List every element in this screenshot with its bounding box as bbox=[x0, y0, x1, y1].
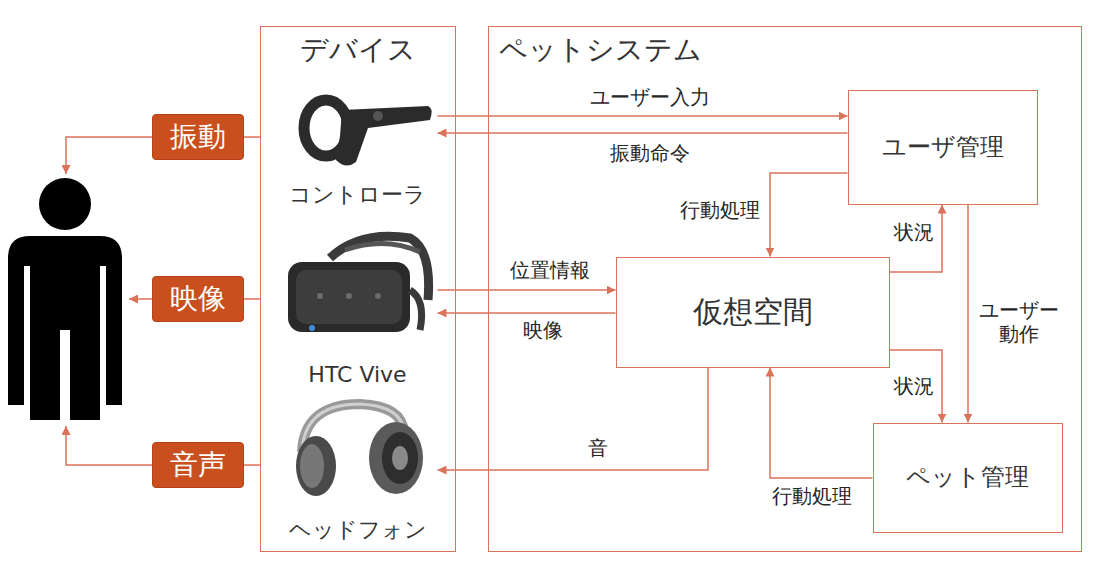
device-item: HTC Vive bbox=[278, 225, 438, 390]
edge-label: 状況 bbox=[892, 220, 936, 244]
edge-label: 行動処理 bbox=[678, 198, 762, 222]
process-box: ペット管理 bbox=[873, 423, 1063, 533]
headset-light bbox=[309, 325, 315, 331]
edge-label: 映像 bbox=[521, 318, 565, 342]
edge-label: 位置情報 bbox=[508, 258, 592, 282]
leader-arrow bbox=[66, 137, 152, 174]
headphone-cup bbox=[296, 436, 336, 496]
connector bbox=[438, 368, 709, 471]
connector bbox=[967, 205, 969, 423]
system-group: ペットシステムユーザ管理仮想空間ペット管理 bbox=[488, 26, 1082, 552]
process-box: ユーザ管理 bbox=[848, 90, 1038, 205]
headset-sensor bbox=[375, 293, 381, 299]
connector bbox=[438, 312, 616, 314]
edge-label: 音 bbox=[586, 436, 610, 460]
headset-front bbox=[296, 270, 402, 324]
node-text: ペット管理 bbox=[906, 463, 1029, 492]
edge-label: 行動処理 bbox=[770, 484, 854, 508]
connector bbox=[438, 289, 616, 291]
node-text: 仮想空間 bbox=[693, 294, 813, 330]
output-tag: 音声 bbox=[152, 442, 244, 488]
node-text: 振動 bbox=[170, 120, 226, 154]
connector bbox=[438, 115, 848, 117]
headset-body bbox=[288, 262, 410, 332]
node-text: コントローラ bbox=[278, 182, 438, 208]
connector bbox=[244, 298, 260, 300]
headphone-cup bbox=[300, 444, 324, 488]
headset-sensor bbox=[346, 293, 352, 299]
edge-label: ユーザー入力 bbox=[588, 85, 712, 109]
process-box: 仮想空間 bbox=[616, 257, 890, 368]
node-text: 音声 bbox=[170, 448, 226, 482]
person-body bbox=[8, 236, 122, 420]
node-text: ペットシステム bbox=[499, 33, 702, 67]
edge-label: 振動命令 bbox=[608, 141, 692, 165]
headset-sensor bbox=[317, 293, 323, 299]
person-silhouette bbox=[8, 178, 122, 420]
headphone-cup bbox=[369, 422, 423, 494]
connector bbox=[438, 132, 848, 134]
output-tag: 振動 bbox=[152, 114, 244, 160]
headphone-picture bbox=[296, 404, 423, 496]
device-group: デバイスコントローラ HTC Vive ヘッドフォン bbox=[260, 26, 456, 552]
device-item: コントローラ bbox=[278, 90, 438, 210]
device-item: ヘッドフォン bbox=[278, 395, 438, 545]
connector bbox=[770, 173, 848, 257]
connector bbox=[244, 464, 260, 466]
person-head bbox=[39, 178, 91, 230]
leader-arrow bbox=[66, 426, 152, 465]
controller-button bbox=[373, 111, 383, 121]
output-tag: 映像 bbox=[152, 276, 244, 322]
controller-picture bbox=[304, 100, 432, 166]
leader-arrow bbox=[129, 298, 152, 300]
headphone-cup bbox=[392, 446, 408, 470]
node-text: ヘッドフォン bbox=[278, 517, 438, 543]
node-text: HTC Vive bbox=[278, 362, 438, 388]
node-text: ユーザ管理 bbox=[882, 133, 1004, 162]
node-text: デバイス bbox=[261, 33, 455, 67]
edge-label: 状況 bbox=[892, 374, 936, 398]
headset-strap bbox=[410, 290, 422, 330]
controller-handle bbox=[336, 106, 432, 166]
connector bbox=[770, 368, 873, 479]
connector bbox=[244, 136, 260, 138]
connector bbox=[890, 205, 943, 273]
connector bbox=[890, 350, 943, 423]
edge-label: ユーザー 動作 bbox=[971, 298, 1067, 346]
headset-picture bbox=[288, 236, 429, 332]
node-text: 映像 bbox=[170, 282, 226, 316]
headphone-cup bbox=[382, 432, 418, 484]
headset-strap bbox=[345, 243, 420, 252]
